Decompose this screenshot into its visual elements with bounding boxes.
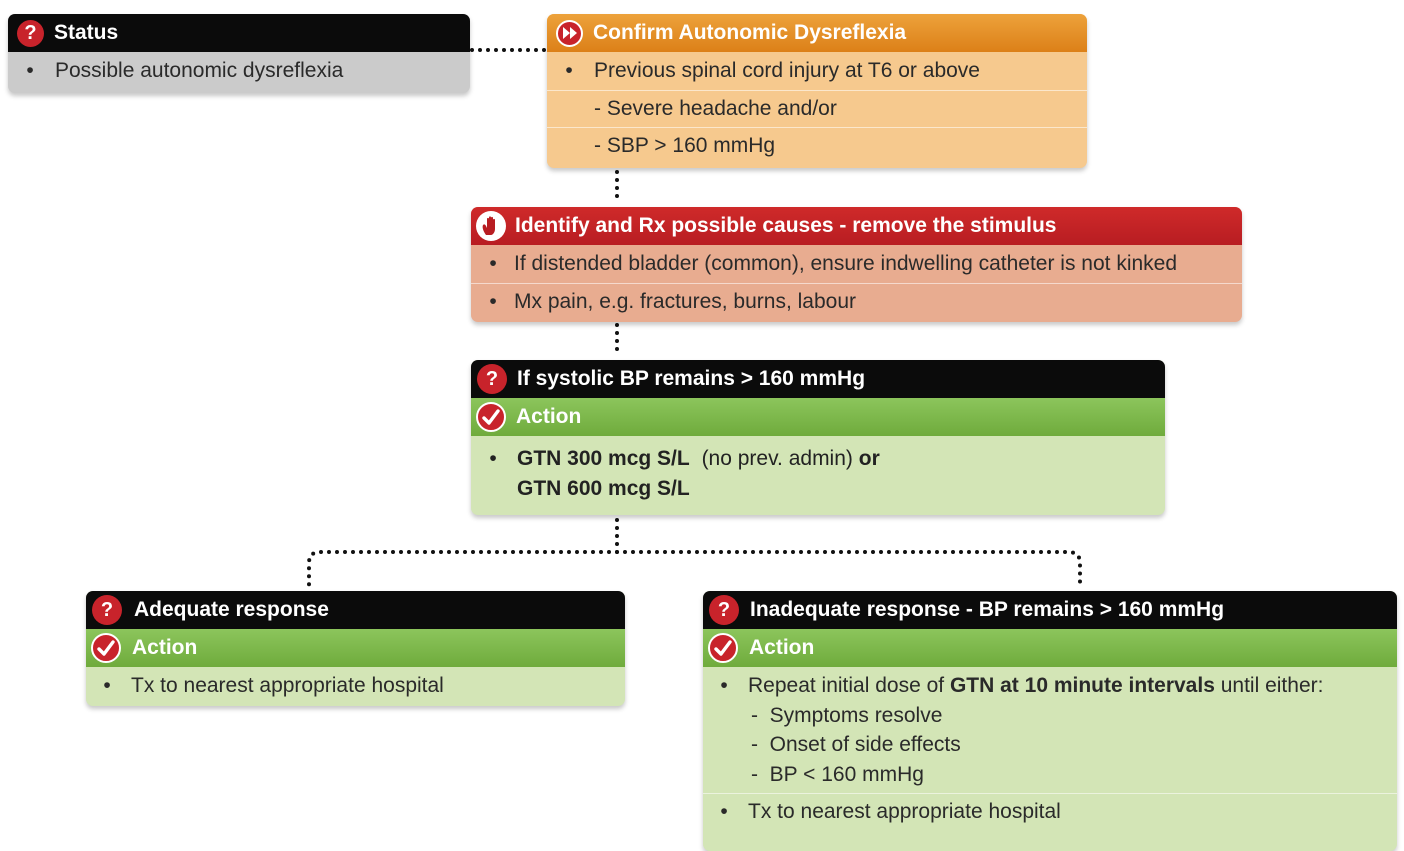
bullet: • — [720, 674, 728, 697]
confirm-item: • Previous spinal cord injury at T6 or a… — [547, 52, 1087, 90]
confirm-item-text: Previous spinal cord injury at T6 or abo… — [594, 58, 980, 82]
identify-title: Identify and Rx possible causes - remove… — [515, 214, 1057, 237]
adequate-box: ? Adequate response Action • Tx to neare… — [86, 591, 625, 706]
bullet: • — [489, 289, 497, 313]
status-item: • Possible autonomic dysreflexia — [8, 52, 470, 90]
systolic-box: ? If systolic BP remains > 160 mmHg Acti… — [471, 360, 1165, 515]
identify-item: • If distended bladder (common), ensure … — [471, 245, 1242, 283]
status-header: ? Status — [8, 14, 470, 52]
repeat-text-bold: GTN at 10 minute intervals — [949, 674, 1215, 697]
systolic-action-label: Action — [516, 405, 582, 428]
systolic-gtn-item: • GTN 300 mcg S/L (no prev. admin) or GT… — [471, 436, 1165, 504]
hand-stop-icon — [476, 211, 506, 241]
bullet: • — [565, 58, 573, 82]
checkmark-icon — [91, 633, 121, 663]
gtn-dose-1: GTN 300 mcg S/L — [517, 447, 690, 470]
question-icon: ? — [17, 19, 44, 47]
repeat-subitem: - Symptoms resolve — [751, 703, 943, 727]
question-icon: ? — [709, 595, 739, 625]
adequate-item: • Tx to nearest appropriate hospital — [86, 667, 625, 705]
repeat-subitem-text: BP < 160 mmHg — [769, 762, 924, 786]
confirm-subitem-text: - Severe headache and/or — [594, 96, 837, 120]
adequate-action-label: Action — [132, 636, 198, 659]
confirm-header: Confirm Autonomic Dysreflexia — [547, 14, 1087, 52]
inadequate-action-header: Action — [703, 629, 1397, 667]
repeat-text-pre: Repeat initial dose of — [748, 674, 950, 697]
adequate-item-text: Tx to nearest appropriate hospital — [131, 673, 444, 697]
repeat-subitem: - Onset of side effects — [751, 733, 961, 756]
systolic-title: If systolic BP remains > 160 mmHg — [517, 367, 866, 390]
gtn-dose-2: GTN 600 mcg S/L — [517, 477, 690, 500]
gtn-or: or — [858, 447, 880, 470]
inadequate-final-text: Tx to nearest appropriate hospital — [748, 800, 1061, 824]
inadequate-action-label: Action — [749, 636, 815, 659]
inadequate-header: ? Inadequate response - BP remains > 160… — [703, 591, 1397, 629]
identify-header: Identify and Rx possible causes - remove… — [471, 207, 1242, 245]
inadequate-title: Inadequate response - BP remains > 160 m… — [750, 598, 1225, 621]
bullet: • — [26, 58, 34, 82]
confirm-title: Confirm Autonomic Dysreflexia — [593, 21, 907, 44]
bullet: • — [720, 800, 728, 824]
repeat-subitem-text: Onset of side effects — [769, 733, 961, 756]
confirm-subitem: - Severe headache and/or — [547, 89, 1087, 128]
adequate-action-header: Action — [86, 629, 625, 667]
systolic-header: ? If systolic BP remains > 160 mmHg — [471, 360, 1165, 398]
fast-forward-icon — [556, 19, 583, 47]
status-box: ? Status • Possible autonomic dysreflexi… — [8, 14, 470, 93]
adequate-title: Adequate response — [134, 598, 329, 621]
repeat-text-post: until either: — [1214, 674, 1324, 697]
inadequate-repeat-item: • Repeat initial dose of GTN at 10 minut… — [703, 667, 1397, 789]
inadequate-final-item: • Tx to nearest appropriate hospital — [703, 793, 1397, 831]
checkmark-icon — [476, 402, 506, 432]
confirm-box: Confirm Autonomic Dysreflexia • Previous… — [547, 14, 1087, 168]
bullet: • — [489, 251, 497, 275]
confirm-subitem: - SBP > 160 mmHg — [547, 127, 1087, 165]
checkmark-icon — [708, 633, 738, 663]
identify-item-text: Mx pain, e.g. fractures, burns, labour — [514, 289, 856, 313]
confirm-subitem-text: - SBP > 160 mmHg — [594, 134, 776, 158]
status-item-text: Possible autonomic dysreflexia — [55, 58, 344, 82]
connector-branch-right — [615, 550, 1082, 590]
repeat-subitem-text: Symptoms resolve — [769, 703, 943, 727]
bullet: • — [103, 673, 111, 697]
identify-item-text: If distended bladder (common), ensure in… — [514, 251, 1178, 275]
repeat-subitem: - BP < 160 mmHg — [751, 762, 924, 786]
connector-branch-left — [307, 550, 619, 590]
question-icon: ? — [92, 595, 122, 625]
question-icon: ? — [477, 364, 507, 394]
adequate-header: ? Adequate response — [86, 591, 625, 629]
identify-box: Identify and Rx possible causes - remove… — [471, 207, 1242, 322]
bullet: • — [489, 447, 497, 470]
systolic-action-header: Action — [471, 398, 1165, 436]
gtn-note: (no prev. admin) — [701, 447, 853, 470]
identify-item: • Mx pain, e.g. fractures, burns, labour — [471, 282, 1242, 321]
inadequate-box: ? Inadequate response - BP remains > 160… — [703, 591, 1397, 851]
status-title: Status — [54, 21, 119, 44]
